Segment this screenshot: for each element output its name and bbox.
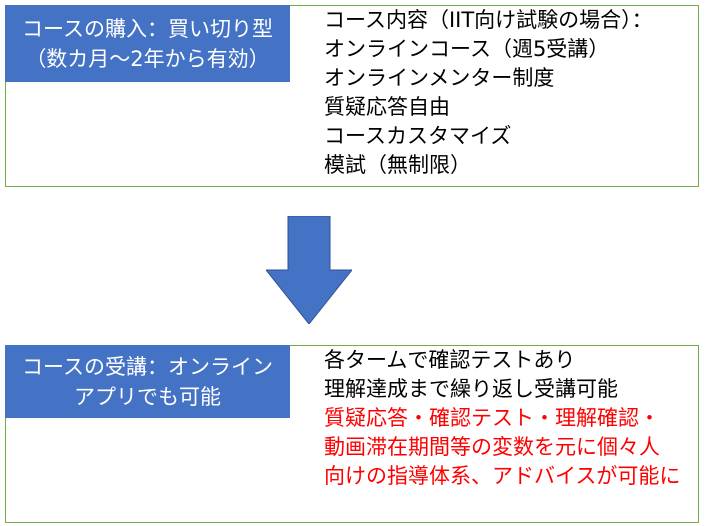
down-arrow-icon <box>266 216 352 324</box>
purchase-label-line-2: （数カ月～2年から有効） <box>25 46 270 71</box>
attendance-label-line-1: コースの受講：オンライン <box>22 354 273 379</box>
attendance-content: 各タームで確認テストあり 理解達成まで繰り返し受講可能 質疑応答・確認テスト・理… <box>324 346 680 491</box>
purchase-content-line-4: 質疑応答自由 <box>324 95 450 119</box>
purchase-label: コースの購入：買い切り型 （数カ月～2年から有効） <box>5 5 290 82</box>
purchase-content-line-3: オンラインメンター制度 <box>324 66 555 90</box>
attendance-highlight-line-2: 動画滞在期間等の変数を元に個々人 <box>324 435 660 459</box>
purchase-content: コース内容（IIT向け試験の場合）： オンラインコース（週5受講） オンラインメ… <box>324 6 653 180</box>
down-arrow-shape <box>266 216 352 324</box>
purchase-content-line-2: オンラインコース（週5受講） <box>324 37 610 61</box>
attendance-highlight-line-3: 向けの指導体系、アドバイスが可能に <box>324 464 681 488</box>
purchase-content-line-1: コース内容（IIT向け試験の場合）： <box>324 8 653 32</box>
attendance-label-line-2: アプリでも可能 <box>74 384 221 409</box>
attendance-label: コースの受講：オンライン アプリでも可能 <box>5 345 290 418</box>
attendance-content-line-1: 各タームで確認テストあり <box>324 348 576 372</box>
attendance-highlight-line-1: 質疑応答・確認テスト・理解確認・ <box>324 406 660 430</box>
purchase-content-line-6: 模試（無制限） <box>324 153 471 177</box>
purchase-label-line-1: コースの購入：買い切り型 <box>22 16 273 41</box>
purchase-content-line-5: コースカスタマイズ <box>324 124 512 148</box>
attendance-content-line-2: 理解達成まで繰り返し受講可能 <box>324 377 618 401</box>
